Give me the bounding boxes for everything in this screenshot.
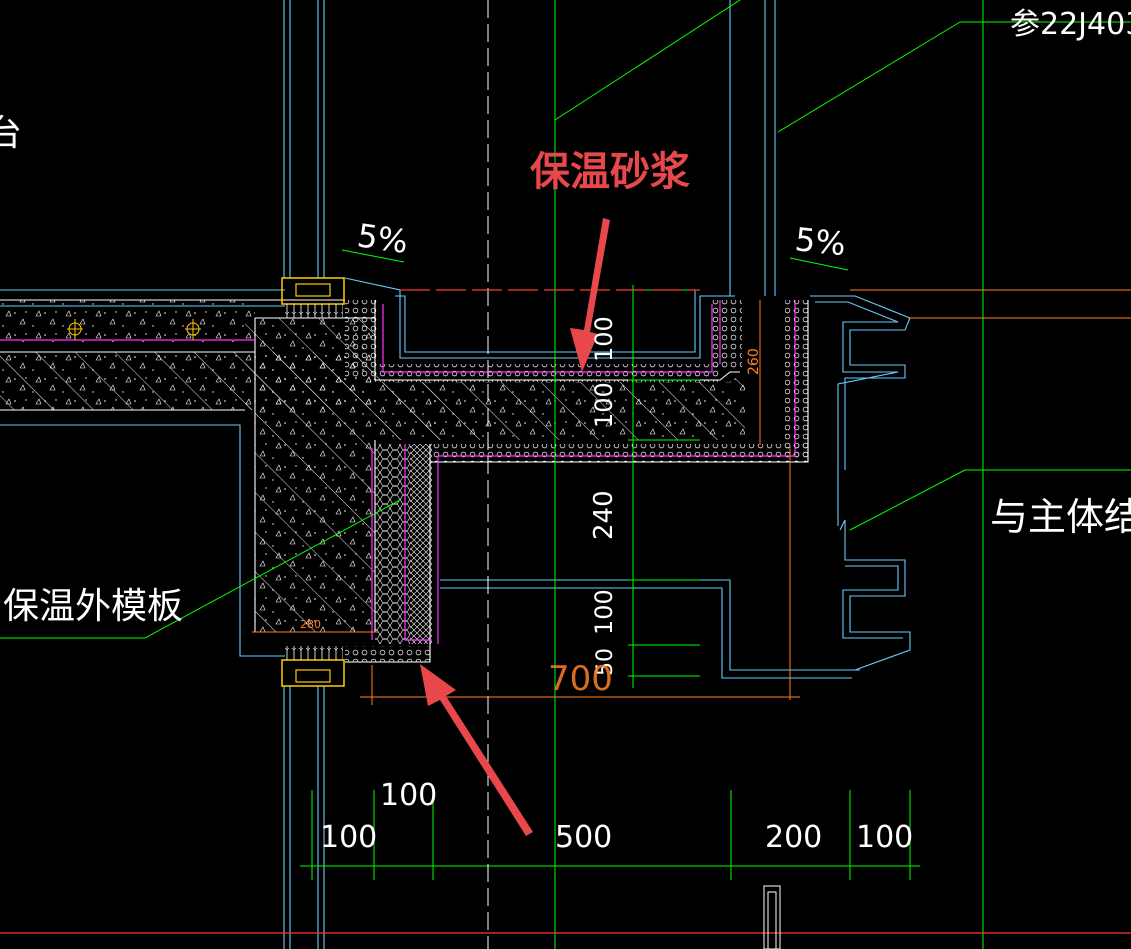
anchor-icon [67, 319, 83, 340]
dim-v-50: 50 [593, 648, 618, 676]
slope-right-label: 5% [793, 220, 847, 263]
dim-h-700: 700 [548, 659, 613, 699]
window-frame-blocks [281, 277, 345, 687]
anchor-icon [185, 319, 201, 340]
outline-magenta [0, 300, 796, 644]
dim-v-100-top: 100 [590, 316, 618, 362]
outline-red [0, 289, 1131, 934]
bottom-post [763, 885, 781, 949]
dim-v-260: 260 [746, 348, 762, 375]
dim-b-500: 500 [555, 820, 612, 855]
dim-b-200: 200 [765, 820, 822, 855]
dim-b-100-top: 100 [380, 778, 437, 813]
left-edge-char: 台 [0, 113, 22, 154]
top-right-code-label: 参22J403 [1010, 7, 1131, 42]
formwork-callout-label: 保温外模板 [3, 586, 183, 627]
mortar-callout-label: 保温砂浆 [530, 149, 690, 195]
dim-b-100-left: 100 [320, 820, 377, 855]
dim-v-240: 240 [589, 490, 619, 540]
anchor-symbol-group [67, 319, 201, 340]
dim-v-100-low: 100 [590, 589, 618, 635]
outline-cyan [0, 0, 911, 949]
slope-left-label: 5% [355, 216, 411, 261]
dim-b-100-right: 100 [856, 820, 913, 855]
dim-v-100-mid: 100 [590, 382, 618, 428]
arrow-up-icon [420, 664, 533, 836]
insulation-formwork-layer [375, 444, 432, 644]
arrow-down-icon [570, 218, 610, 372]
dim-h-280: 280 [300, 618, 321, 631]
structure-callout-label: 与主体结构 [990, 495, 1131, 539]
insulation-mortar-layer [345, 300, 810, 662]
